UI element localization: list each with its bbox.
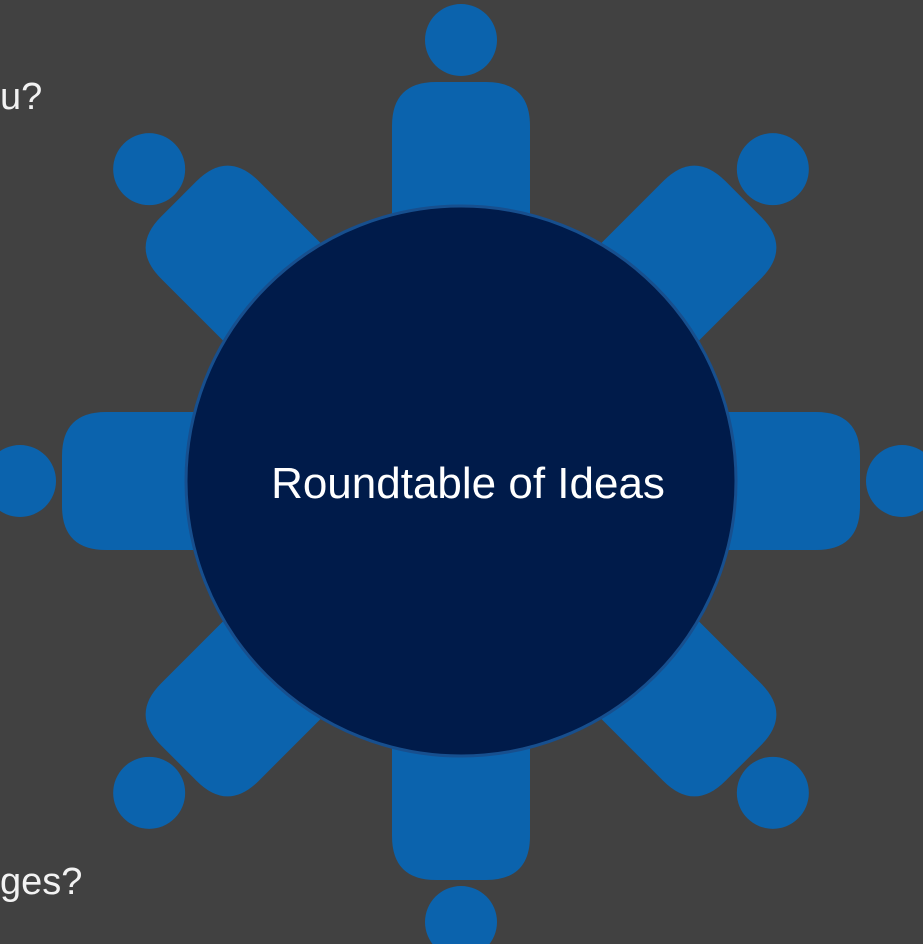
person-seat [0,412,210,550]
person-seat [113,609,333,829]
person-seat [589,609,809,829]
person-body [145,165,333,353]
person-head [736,756,809,829]
person-head [425,4,497,76]
person-body [712,412,860,550]
person-head [0,445,56,517]
person-body [62,412,210,550]
person-seat [589,133,809,353]
clipped-question-text-bottom: ges? [0,861,83,903]
person-seat [113,133,333,353]
person-head [866,445,923,517]
seated-people [0,4,923,944]
person-body [589,165,777,353]
person-head [736,133,809,206]
round-table [184,204,738,758]
person-body [589,609,777,797]
person-body [392,732,530,880]
person-seat [392,4,530,230]
person-head [113,133,186,206]
table-label: Roundtable of Ideas [271,459,665,508]
person-seat [392,732,530,944]
person-head [425,886,497,944]
person-body [145,609,333,797]
clipped-question-text-top: u? [0,76,43,118]
person-head [113,756,186,829]
person-body [392,82,530,230]
person-seat [712,412,923,550]
